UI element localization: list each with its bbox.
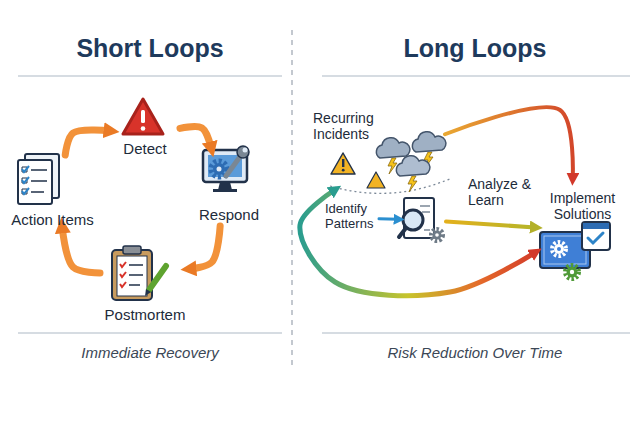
gear-icon	[433, 231, 442, 240]
clipboard-paper	[117, 256, 147, 296]
wrench-head	[237, 146, 249, 158]
lightning-bolt	[408, 176, 417, 192]
heading-rule	[18, 75, 282, 77]
flow-arrow	[379, 217, 398, 221]
wrench-jaw	[243, 148, 248, 153]
flow-arrow	[62, 227, 100, 273]
checklist-icon	[18, 160, 52, 204]
pencil-tip	[145, 289, 151, 296]
flow-arrow	[190, 226, 220, 269]
node-label: Analyze & Learn	[468, 176, 540, 208]
warning-icon	[367, 172, 385, 188]
node-label: Recurring Incidents	[313, 110, 388, 142]
flow-arrow	[445, 107, 573, 178]
monitor-base	[213, 189, 237, 192]
gear-icon	[213, 163, 225, 175]
step-node: Identify Patterns	[325, 198, 379, 238]
footer-rule	[322, 332, 630, 334]
warning-icon	[123, 99, 163, 134]
step-node: Recurring Incidents	[305, 108, 445, 190]
check-mark	[22, 166, 29, 194]
step-node: Implement Solutions	[535, 178, 630, 283]
gear-hole	[435, 233, 439, 237]
warning-mark	[342, 169, 345, 172]
cloud-shape	[396, 156, 430, 176]
footer-rule	[18, 332, 282, 334]
calendar-icon	[582, 222, 610, 250]
gear-icon	[554, 244, 564, 254]
step-node: Respond	[195, 148, 263, 226]
gear-teeth	[552, 242, 566, 256]
divider-line	[291, 30, 293, 368]
lightning-bolt	[388, 158, 397, 174]
document-icon	[404, 198, 434, 238]
node-label: Action Items	[5, 211, 100, 228]
flow-arrow	[446, 222, 535, 228]
column-caption: Immediate Recovery	[20, 344, 280, 361]
column-heading: Short Loops	[20, 34, 280, 63]
gear-teeth	[431, 229, 443, 241]
node-label: Identify Patterns	[325, 202, 383, 232]
node-label: Postmortem	[90, 306, 200, 323]
flow-arrow	[180, 127, 211, 148]
pencil-icon	[149, 266, 166, 290]
warning-mark	[342, 159, 344, 167]
warning-mark	[141, 126, 146, 131]
warning-icon	[331, 153, 355, 174]
flow-arrow	[65, 130, 110, 155]
text-line	[129, 265, 143, 285]
node-label: Detect	[100, 140, 190, 157]
gear-hole	[570, 270, 574, 274]
step-node: Analyze & Learn	[398, 196, 446, 244]
heading-rule	[322, 75, 630, 77]
cloud-shape	[376, 138, 410, 158]
cloud-shape	[412, 132, 446, 152]
dotted-arc	[330, 178, 452, 193]
node-label: Implement Solutions	[530, 190, 635, 222]
gear-icon	[567, 267, 578, 278]
clipboard-clip	[123, 246, 141, 254]
check-mark	[120, 262, 126, 287]
step-node: Detect	[110, 96, 180, 162]
gear-teeth	[565, 265, 579, 279]
text-line	[31, 170, 47, 192]
magnifier-handle	[399, 228, 406, 237]
storm-cloud	[396, 156, 430, 192]
step-node: Postmortem	[100, 244, 190, 322]
screen-frame	[544, 236, 586, 264]
monitor-screen	[208, 155, 242, 177]
calendar-band	[583, 223, 609, 229]
column-caption: Risk Reduction Over Time	[320, 344, 630, 361]
column-heading: Long Loops	[320, 34, 630, 63]
node-label: Respond	[185, 206, 273, 223]
warning-mark	[141, 110, 145, 123]
step-node: Action Items	[10, 155, 95, 227]
clipboard-icon	[112, 250, 152, 300]
monitor-stand	[218, 182, 232, 190]
check-mark	[588, 233, 603, 243]
gear-hole	[217, 167, 222, 172]
gear-hole	[557, 247, 561, 251]
